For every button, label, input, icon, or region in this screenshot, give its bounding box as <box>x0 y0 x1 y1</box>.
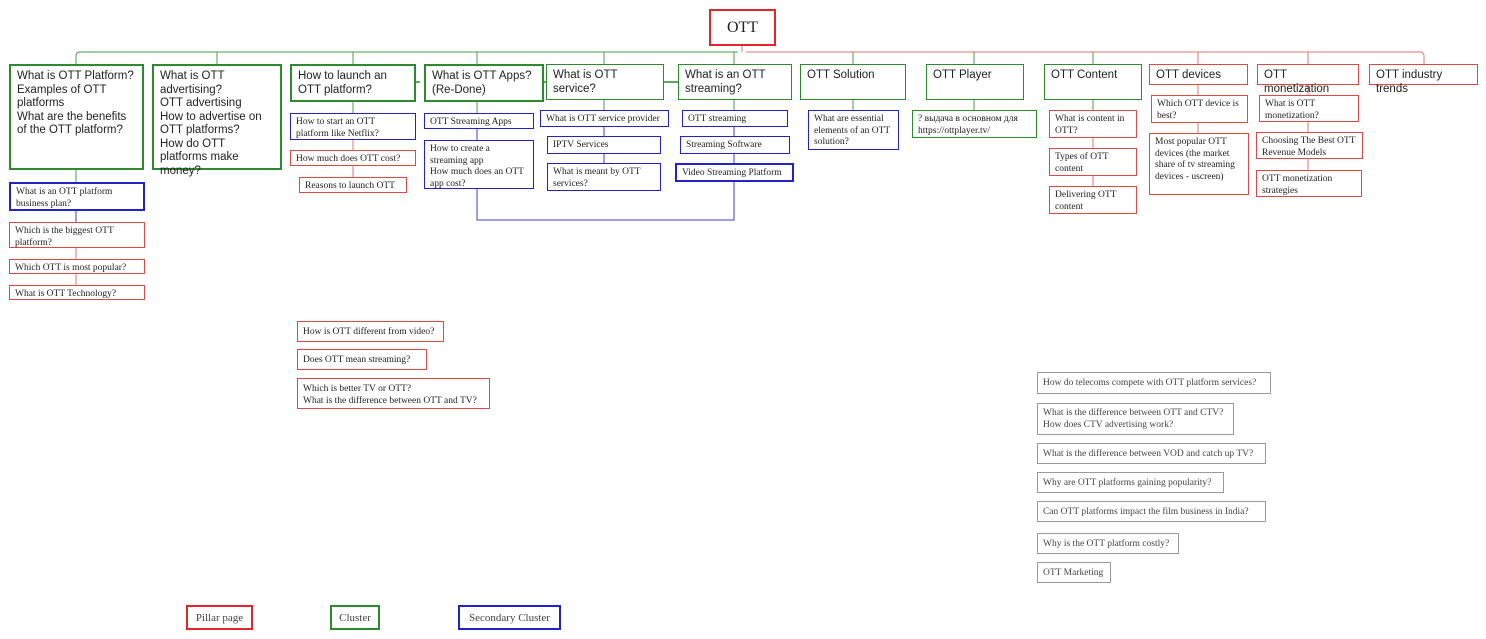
floating-node-different-from-video[interactable]: How is OTT different from video? <box>297 321 444 342</box>
legend-pillar-page: Pillar page <box>186 605 253 630</box>
pillar-node-ott-cost[interactable]: How much does OTT cost? <box>290 150 416 166</box>
floating-node-vod-vs-catchup[interactable]: What is the difference between VOD and c… <box>1037 443 1266 464</box>
pillar-node-revenue-models[interactable]: Choosing The Best OTT Revenue Models <box>1256 132 1363 159</box>
floating-node-gaining-popularity[interactable]: Why are OTT platforms gaining popularity… <box>1037 472 1224 493</box>
floating-node-ott-marketing[interactable]: OTT Marketing <box>1037 562 1111 583</box>
cluster-node-ottplayer-note[interactable]: ? выдача в основном для https://ottplaye… <box>912 110 1037 138</box>
secondary-node-iptv-services[interactable]: IPTV Services <box>547 136 661 154</box>
secondary-node-create-streaming-app[interactable]: How to create a streaming app How much d… <box>424 140 534 189</box>
floating-node-ott-vs-ctv[interactable]: What is the difference between OTT and C… <box>1037 403 1234 435</box>
cluster-node-ott-content[interactable]: OTT Content <box>1044 64 1142 100</box>
legend-cluster: Cluster <box>330 605 380 630</box>
secondary-node-business-plan[interactable]: What is an OTT platform business plan? <box>9 182 145 211</box>
pillar-node-most-popular[interactable]: Which OTT is most popular? <box>9 259 145 274</box>
pillar-node-industry-trends[interactable]: OTT industry trends <box>1369 64 1478 95</box>
pillar-node-biggest-platform[interactable]: Which is the biggest OTT platform? <box>9 222 145 248</box>
floating-node-mean-streaming[interactable]: Does OTT mean streaming? <box>297 349 427 370</box>
pillar-node-ott-devices[interactable]: OTT devices <box>1149 64 1248 85</box>
secondary-node-video-streaming-platform[interactable]: Video Streaming Platform <box>675 163 794 182</box>
secondary-node-meant-by-services[interactable]: What is meant by OTT services? <box>547 163 661 191</box>
secondary-node-streaming-apps[interactable]: OTT Streaming Apps <box>424 113 534 129</box>
floating-node-telecoms[interactable]: How do telecoms compete with OTT platfor… <box>1037 372 1271 394</box>
pillar-node-content-in-ott[interactable]: What is content in OTT? <box>1049 110 1137 138</box>
floating-node-tv-or-ott[interactable]: Which is better TV or OTT? What is the d… <box>297 378 490 409</box>
pillar-node-types-content[interactable]: Types of OTT content <box>1049 148 1137 176</box>
cluster-node-ott-apps[interactable]: What is OTT Apps? (Re-Done) <box>424 64 544 102</box>
floating-node-film-business-india[interactable]: Can OTT platforms impact the film busine… <box>1037 501 1266 522</box>
pillar-node-best-device[interactable]: Which OTT device is best? <box>1151 95 1248 123</box>
cluster-node-launch-platform[interactable]: How to launch an OTT platform? <box>290 64 416 102</box>
secondary-node-essential-elements[interactable]: What are essential elements of an OTT so… <box>808 110 899 150</box>
cluster-node-ott-player[interactable]: OTT Player <box>926 64 1024 100</box>
pillar-node-reasons-launch[interactable]: Reasons to launch OTT <box>299 177 407 193</box>
secondary-node-service-provider[interactable]: What is OTT service provider <box>540 110 669 127</box>
cluster-node-ott-advertising[interactable]: What is OTT advertising? OTT advertising… <box>152 64 282 177</box>
legend-secondary-cluster: Secondary Cluster <box>458 605 561 630</box>
root-node[interactable]: OTT <box>709 9 776 46</box>
floating-node-platform-costly[interactable]: Why is the OTT platform costly? <box>1037 533 1179 554</box>
cluster-node-ott-platform[interactable]: What is OTT Platform? Examples of OTT pl… <box>9 64 144 170</box>
cluster-node-ott-service[interactable]: What is OTT service? <box>546 64 664 100</box>
pillar-node-what-is-monetization[interactable]: What is OTT monetization? <box>1259 95 1359 122</box>
pillar-node-popular-devices[interactable]: Most popular OTT devices (the market sha… <box>1149 133 1249 195</box>
secondary-node-ott-streaming[interactable]: OTT streaming <box>682 110 788 127</box>
pillar-node-monetization-strategies[interactable]: OTT monetization strategies <box>1256 170 1362 197</box>
pillar-node-ott-monetization[interactable]: OTT monetization <box>1257 64 1359 95</box>
secondary-node-streaming-software[interactable]: Streaming Software <box>680 136 790 154</box>
pillar-node-ott-technology[interactable]: What is OTT Technology? <box>9 285 145 300</box>
secondary-node-start-like-netflix[interactable]: How to start an OTT platform like Netfli… <box>290 113 416 140</box>
pillar-node-delivering-content[interactable]: Delivering OTT content <box>1049 186 1137 214</box>
cluster-node-ott-solution[interactable]: OTT Solution <box>800 64 906 100</box>
cluster-node-ott-streaming[interactable]: What is an OTT streaming? <box>678 64 792 100</box>
